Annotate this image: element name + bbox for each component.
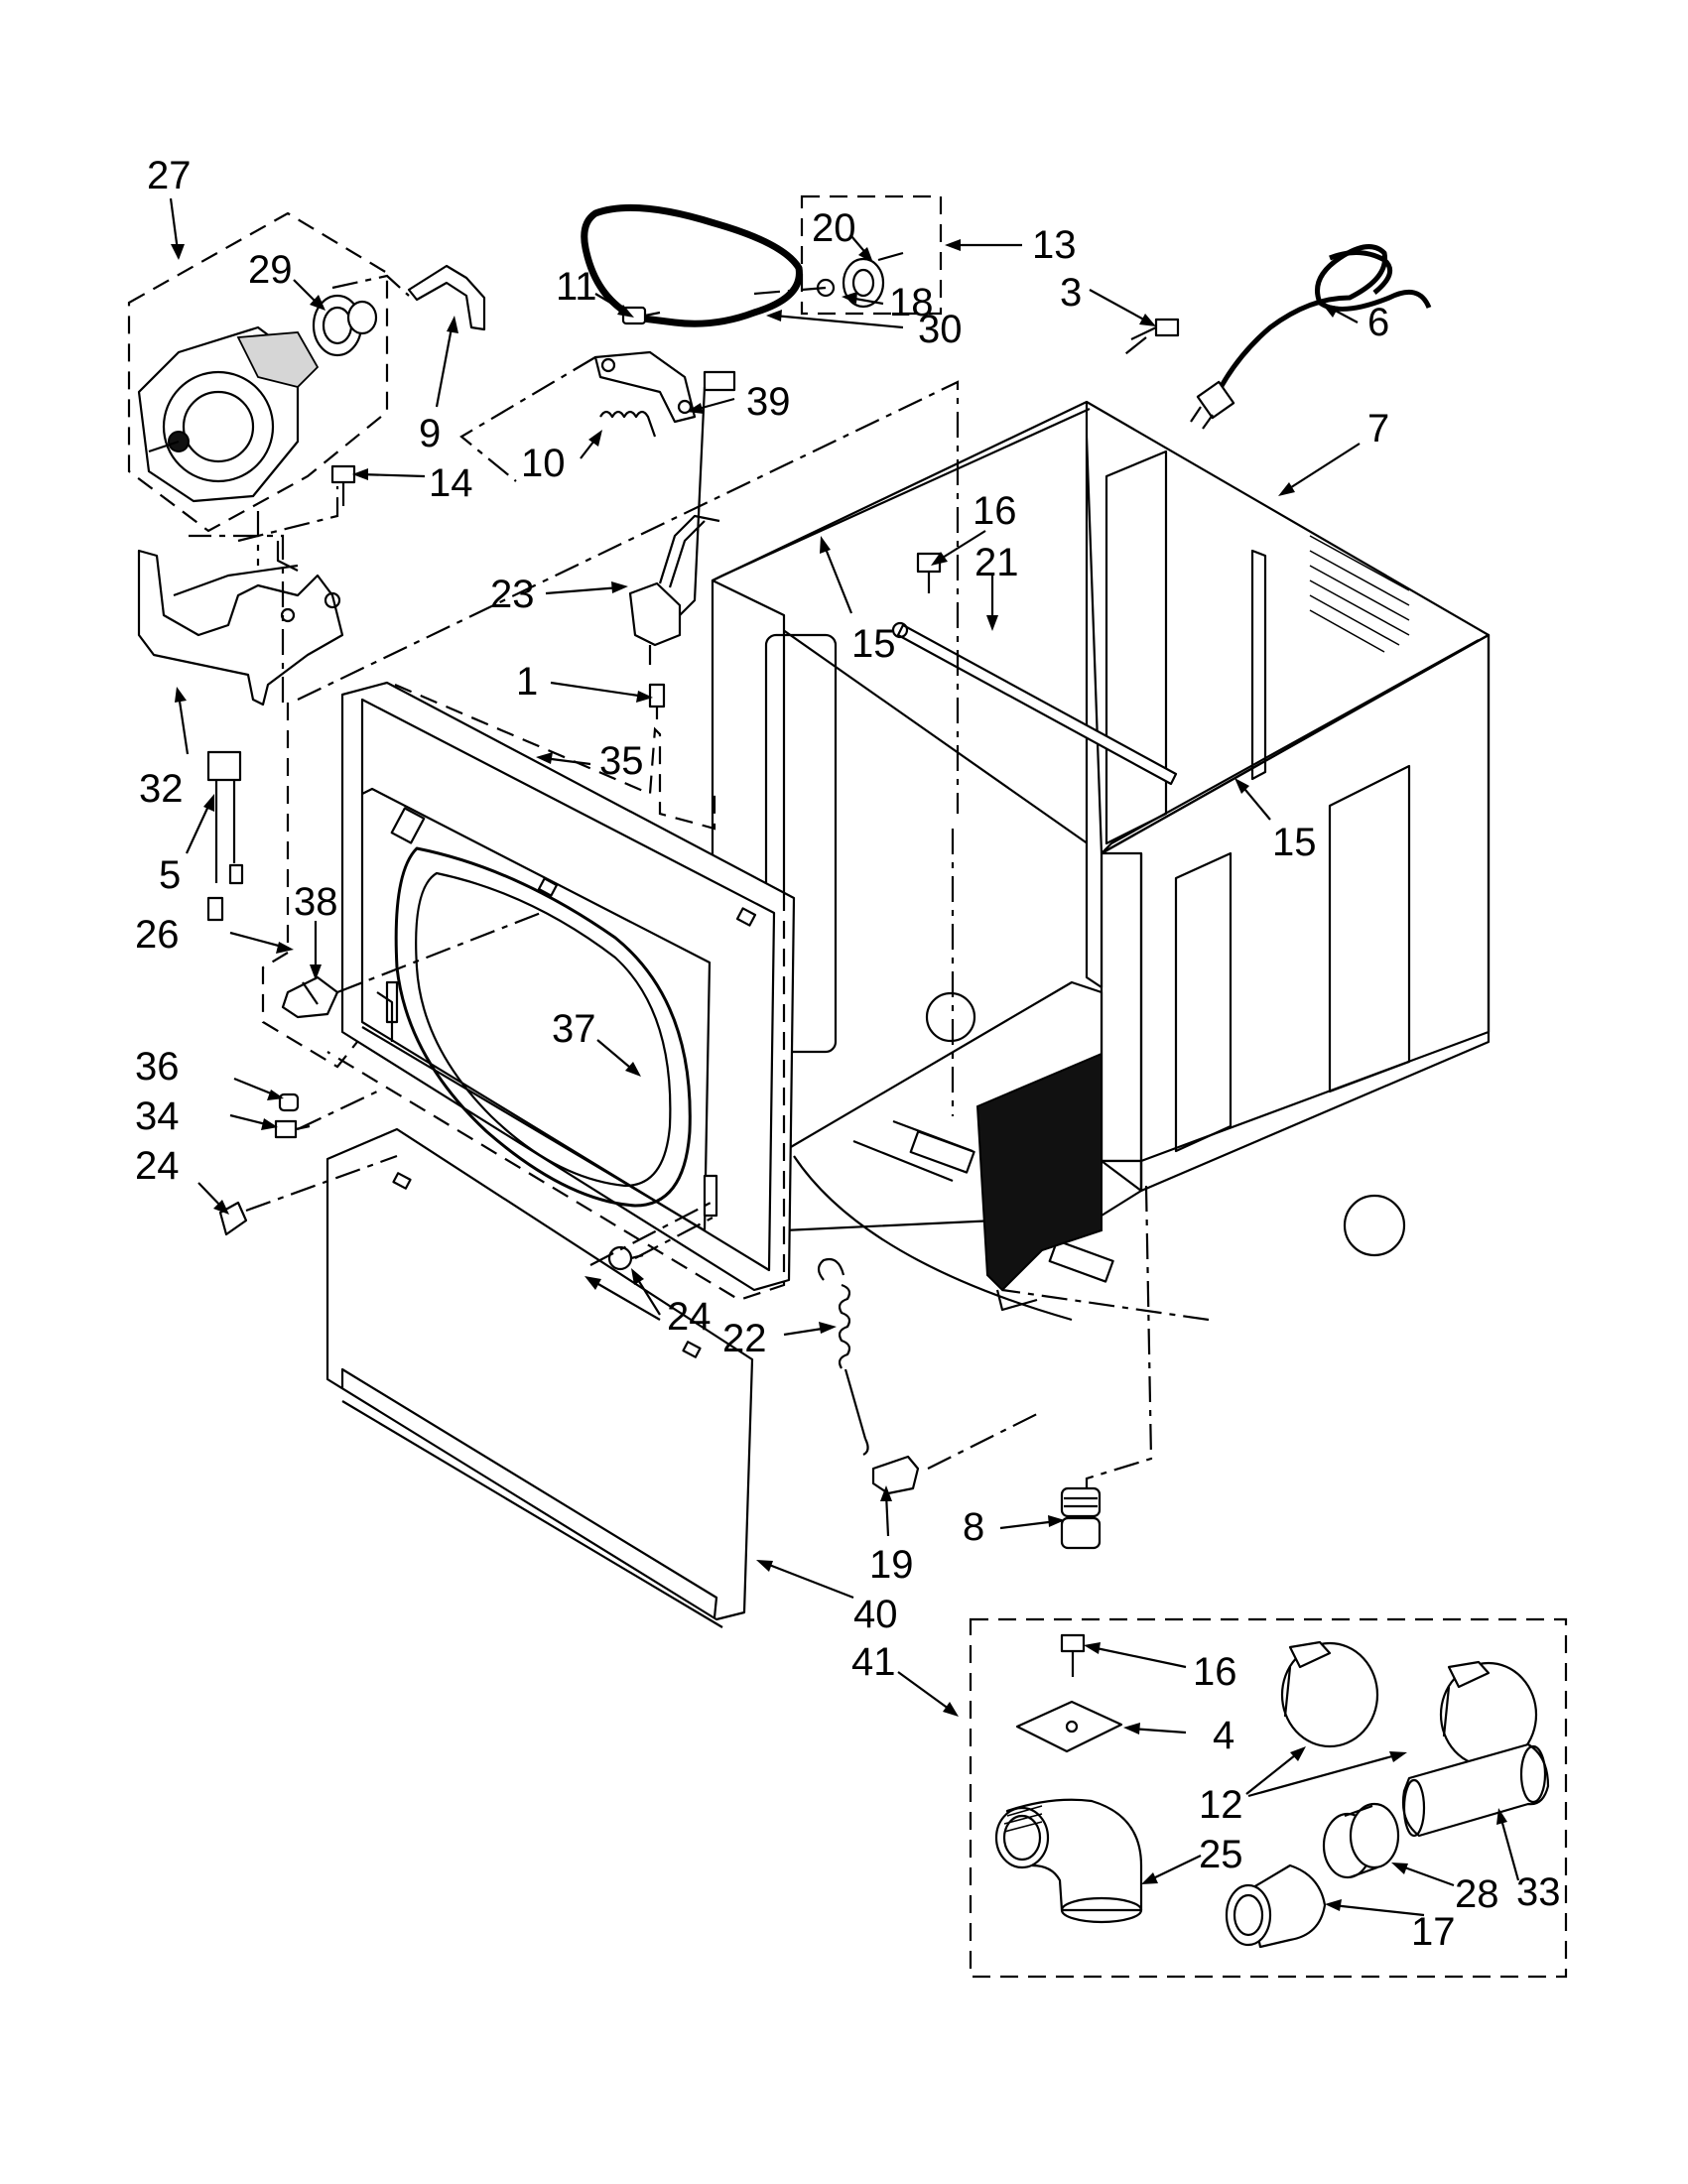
callout-22: 22 <box>722 1317 767 1360</box>
callout-6: 6 <box>1367 301 1389 344</box>
callout-26: 26 <box>135 913 180 957</box>
callout-15-right: 15 <box>1272 821 1317 864</box>
power-cord-part-6 <box>1190 244 1432 430</box>
callout-34: 34 <box>135 1094 180 1138</box>
callout-4: 4 <box>1213 1714 1234 1757</box>
callout-7: 7 <box>1367 407 1389 450</box>
callout-14: 14 <box>429 461 473 505</box>
callout-1: 1 <box>516 660 538 704</box>
idler-bracket-part-39 <box>593 350 697 424</box>
callout-28: 28 <box>1455 1872 1499 1916</box>
screw-part-14 <box>330 464 356 506</box>
spring-part-22 <box>817 1257 869 1456</box>
clamp-part-17 <box>1225 1863 1327 1949</box>
plug-part-36 <box>278 1092 300 1112</box>
callout-30: 30 <box>918 308 963 351</box>
callout-19: 19 <box>869 1543 914 1587</box>
motor-assembly-part-27 <box>127 211 389 533</box>
screw-part-1 <box>648 683 666 719</box>
coupler-part-28 <box>1322 1802 1400 1879</box>
callout-41: 41 <box>851 1640 896 1684</box>
callout-9: 9 <box>419 412 441 455</box>
spring-part-10 <box>599 410 657 438</box>
belt-part-30 <box>581 203 803 327</box>
duct-tube-part-33 <box>1401 1742 1550 1838</box>
callout-10: 10 <box>521 442 566 485</box>
toe-panel-part-40 <box>325 1127 754 1628</box>
screw-part-34 <box>274 1119 311 1139</box>
front-panel-part-35 <box>340 681 796 1292</box>
elbow-duct-part-25 <box>994 1798 1143 1924</box>
callout-24-right: 24 <box>667 1295 712 1339</box>
door-seal-part-37 <box>394 846 692 1208</box>
callout-16-bottom: 16 <box>1193 1650 1237 1694</box>
exhaust-hood-part-12 <box>1280 1640 1379 1748</box>
clip-part-38 <box>281 975 339 1019</box>
callout-29: 29 <box>248 248 293 292</box>
callout-20: 20 <box>812 206 856 250</box>
callout-38: 38 <box>294 880 338 924</box>
callout-33: 33 <box>1516 1870 1561 1914</box>
leader-arrows <box>169 197 1520 1917</box>
screw-part-3 <box>1130 318 1180 340</box>
callout-36: 36 <box>135 1045 180 1089</box>
callout-24-left: 24 <box>135 1144 180 1188</box>
callout-16-top: 16 <box>973 489 1017 533</box>
callout-21: 21 <box>974 541 1019 584</box>
clip-part-19 <box>871 1455 920 1495</box>
callout-5: 5 <box>159 853 181 897</box>
callout-11: 11 <box>556 265 597 309</box>
exhaust-hood-part-12b <box>1439 1660 1538 1768</box>
vent-slots <box>1309 535 1410 653</box>
callout-15-left: 15 <box>851 622 896 666</box>
callout-25: 25 <box>1199 1833 1243 1876</box>
leveling-leg-part-8 <box>1060 1486 1102 1550</box>
assembly-lines <box>189 274 1210 1488</box>
callout-17: 17 <box>1411 1910 1456 1954</box>
callout-3: 3 <box>1060 271 1082 315</box>
callout-35: 35 <box>599 739 644 783</box>
sensor-part-23 <box>628 370 736 665</box>
callout-23: 23 <box>490 573 535 616</box>
callout-18: 18 <box>889 281 934 324</box>
callout-32: 32 <box>139 767 184 811</box>
callout-labels: 27 29 9 14 32 5 26 38 36 34 24 11 10 39 … <box>135 154 1561 1954</box>
rail-part-21 <box>891 621 1178 786</box>
callout-13: 13 <box>1032 223 1077 267</box>
callout-40: 40 <box>853 1593 898 1636</box>
callout-37: 37 <box>552 1007 596 1051</box>
motor-mount-part-32 <box>137 541 344 707</box>
callout-39: 39 <box>746 380 791 424</box>
bracket-part-9 <box>407 264 486 331</box>
callout-12: 12 <box>1199 1783 1243 1827</box>
vent-kit-part-41 <box>969 1617 1568 1979</box>
callout-27: 27 <box>147 154 192 197</box>
cabinet-part-7 <box>711 400 1491 1322</box>
callout-8: 8 <box>963 1505 984 1549</box>
switch-part-5 <box>206 750 244 922</box>
